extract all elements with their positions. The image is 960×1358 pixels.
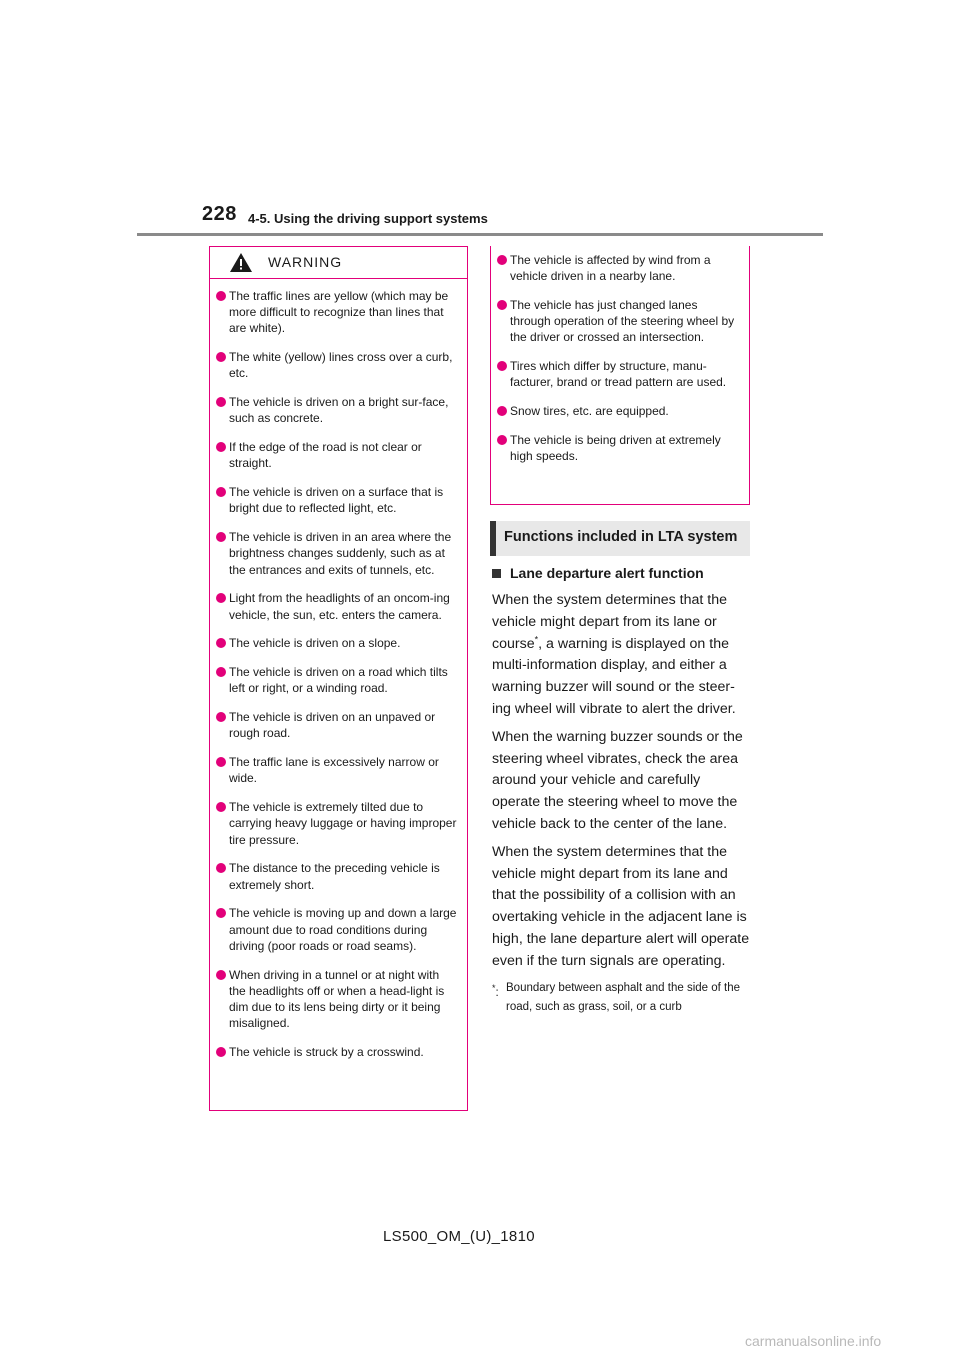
- list-item: The traffic lines are yellow (which may …: [216, 288, 457, 337]
- body-column: Lane departure alert function When the s…: [492, 565, 750, 1017]
- bullet-icon: [216, 532, 226, 543]
- item-text: The vehicle is driven on an unpaved or r…: [229, 710, 436, 741]
- item-text: The white (yellow) lines cross over a cu…: [229, 350, 453, 381]
- warning-title: WARNING: [268, 254, 343, 270]
- paragraph: When the system determines that the vehi…: [492, 590, 750, 721]
- item-text: The vehicle is driven on a surface that …: [229, 485, 444, 516]
- list-item: The vehicle is extremely tilted due to c…: [216, 799, 457, 848]
- warning-box-continued: The vehicle is affected by wind from a v…: [490, 246, 750, 505]
- item-text: The vehicle is being driven at extremely…: [510, 433, 721, 464]
- item-text: The vehicle is driven on a road which ti…: [229, 665, 448, 696]
- subheading: Lane departure alert function: [492, 565, 750, 581]
- footnote-text: Boundary between asphalt and the side of…: [506, 981, 741, 1013]
- item-text: The vehicle has just changed lanes throu…: [510, 298, 735, 345]
- list-item: The vehicle is driven on an unpaved or r…: [216, 709, 457, 741]
- bullet-icon: [216, 593, 226, 604]
- list-item: The vehicle is being driven at extremely…: [497, 432, 739, 464]
- list-item: The vehicle is driven in an area where t…: [216, 529, 457, 578]
- item-text: When driving in a tunnel or at night wit…: [229, 967, 445, 1031]
- bullet-icon: [216, 712, 226, 723]
- footnote: *: Boundary between asphalt and the side…: [492, 979, 750, 1017]
- bullet-icon: [216, 863, 226, 874]
- item-text: Light from the headlights of an oncom-in…: [229, 591, 450, 622]
- item-text: Snow tires, etc. are equipped.: [510, 404, 669, 419]
- list-item: The vehicle is driven on a bright sur-fa…: [216, 394, 457, 426]
- list-item: The traffic lane is excessively narrow o…: [216, 754, 457, 786]
- item-text: The distance to the preceding vehicle is…: [229, 861, 440, 892]
- list-item: The white (yellow) lines cross over a cu…: [216, 349, 457, 381]
- list-item: Tires which differ by structure, manu-fa…: [497, 358, 739, 390]
- bullet-icon: [497, 406, 507, 417]
- warning-triangle-icon: [230, 253, 252, 272]
- list-item: Snow tires, etc. are equipped.: [497, 403, 739, 419]
- list-item: The vehicle is moving up and down a larg…: [216, 905, 457, 954]
- list-item: When driving in a tunnel or at night wit…: [216, 967, 457, 1032]
- bullet-icon: [216, 442, 226, 453]
- item-text: Tires which differ by structure, manu-fa…: [510, 359, 727, 390]
- bullet-icon: [216, 638, 226, 649]
- bullet-icon: [216, 1047, 226, 1058]
- footnote-marker: *: [534, 633, 539, 644]
- list-item: The vehicle is driven on a surface that …: [216, 484, 457, 516]
- subheading-text: Lane departure alert function: [510, 565, 704, 581]
- bullet-icon: [497, 435, 507, 445]
- page-number: 228: [202, 203, 237, 225]
- item-text: If the edge of the road is not clear or …: [229, 440, 422, 471]
- warning-box: WARNING The traffic lines are yellow (wh…: [209, 246, 468, 1111]
- bullet-icon: [497, 255, 507, 265]
- footnote-asterisk: *: [492, 982, 496, 993]
- paragraph: When the system determines that the vehi…: [492, 843, 750, 969]
- warning-list: The traffic lines are yellow (which may …: [210, 279, 467, 1060]
- item-text: The traffic lines are yellow (which may …: [229, 289, 449, 336]
- bullet-icon: [216, 291, 226, 301]
- item-text: The vehicle is moving up and down a larg…: [229, 906, 457, 953]
- paragraph-text: , a warning is displayed on the multi-in…: [492, 635, 736, 717]
- bullet-icon: [216, 908, 226, 919]
- watermark: carmanualsonline.info: [745, 1333, 882, 1349]
- list-item: The vehicle is driven on a road which ti…: [216, 664, 457, 696]
- list-item: If the edge of the road is not clear or …: [216, 439, 457, 471]
- item-text: The vehicle is affected by wind from a v…: [510, 253, 711, 284]
- section-heading: Functions included in LTA system: [490, 521, 750, 556]
- paragraph: When the warning buzzer sounds or the st…: [492, 728, 743, 832]
- item-text: The vehicle is extremely tilted due to c…: [229, 800, 457, 847]
- header-divider: [137, 233, 823, 236]
- section-heading-text: Functions included in LTA system: [504, 529, 738, 545]
- item-text: The vehicle is driven on a slope.: [229, 636, 401, 651]
- document-code: LS500_OM_(U)_1810: [383, 1228, 535, 1245]
- footnote-colon: :: [495, 986, 499, 999]
- item-text: The traffic lane is excessively narrow o…: [229, 755, 439, 786]
- bullet-icon: [216, 802, 226, 813]
- item-text: The vehicle is driven on a bright sur-fa…: [229, 395, 449, 426]
- paragraph-text: When the system determines that the vehi…: [492, 592, 727, 652]
- bullet-icon: [216, 757, 226, 768]
- bullet-icon: [216, 352, 226, 363]
- bullet-icon: [216, 969, 226, 980]
- list-item: Light from the headlights of an oncom-in…: [216, 590, 457, 622]
- warning-list-continued: The vehicle is affected by wind from a v…: [491, 246, 749, 464]
- warning-header: WARNING: [210, 247, 467, 279]
- page-header: 228 4-5. Using the driving support syste…: [0, 0, 960, 240]
- list-item: The vehicle is driven on a slope.: [216, 635, 457, 651]
- footnote-marker: *:: [492, 979, 506, 1017]
- square-bullet-icon: [492, 568, 501, 578]
- bullet-icon: [497, 300, 507, 310]
- bullet-icon: [497, 361, 507, 372]
- bullet-icon: [216, 487, 226, 498]
- item-text: The vehicle is struck by a crosswind.: [229, 1045, 424, 1060]
- bullet-icon: [216, 667, 226, 678]
- bullet-icon: [216, 397, 226, 408]
- item-text: The vehicle is driven in an area where t…: [229, 530, 452, 577]
- list-item: The distance to the preceding vehicle is…: [216, 860, 457, 892]
- list-item: The vehicle is affected by wind from a v…: [497, 252, 739, 284]
- list-item: The vehicle is struck by a crosswind.: [216, 1044, 457, 1060]
- list-item: The vehicle has just changed lanes throu…: [497, 297, 739, 346]
- section-title: 4-5. Using the driving support systems: [248, 211, 488, 226]
